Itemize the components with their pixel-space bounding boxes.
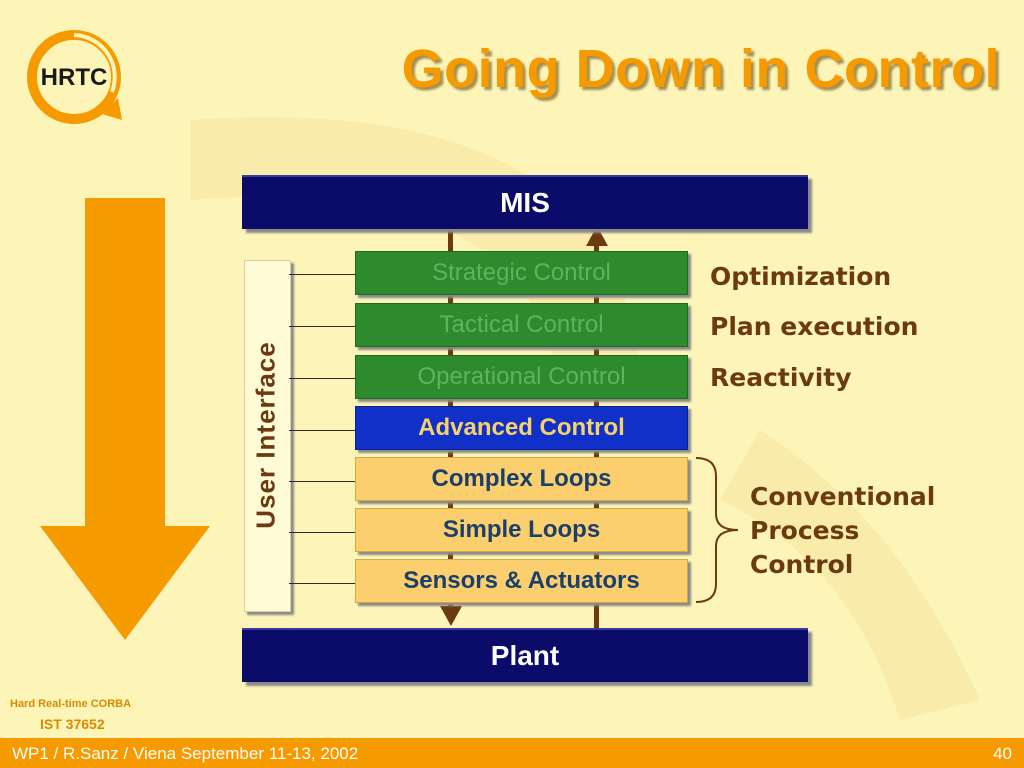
layer-simple-loops: Simple Loops xyxy=(355,508,688,552)
layer-advanced-control: Advanced Control xyxy=(355,406,688,450)
label-reactivity: Reactivity xyxy=(710,363,852,392)
connector-line xyxy=(289,430,355,431)
layer-sensors-actuators: Sensors & Actuators xyxy=(355,559,688,603)
connector-line xyxy=(289,378,355,379)
conv-line-1: Conventional xyxy=(750,482,936,511)
user-interface-panel xyxy=(244,260,291,612)
hrtc-logo-icon: HRTC xyxy=(27,30,122,124)
layer-strategic-control: Strategic Control xyxy=(355,251,688,295)
plant-bar: Plant xyxy=(242,628,808,682)
connector-line xyxy=(289,481,355,482)
page-number: 40 xyxy=(993,744,1012,763)
layer-complex-loops: Complex Loops xyxy=(355,457,688,501)
label-plan-execution: Plan execution xyxy=(710,312,919,341)
conventional-process-control-label: Conventional Process Control xyxy=(750,480,935,582)
footer-ist: IST 37652 xyxy=(40,716,105,732)
brace-icon xyxy=(695,457,739,603)
layer-tactical-control: Tactical Control xyxy=(355,303,688,347)
footer-bar: WP1 / R.Sanz / Viena September 11-13, 20… xyxy=(0,738,1024,768)
conv-line-2: Process xyxy=(750,516,860,545)
footer-text: WP1 / R.Sanz / Viena September 11-13, 20… xyxy=(12,744,359,763)
mis-bar: MIS xyxy=(242,175,808,229)
logo-text: HRTC xyxy=(41,64,108,91)
layer-operational-control: Operational Control xyxy=(355,355,688,399)
label-optimization: Optimization xyxy=(710,262,892,291)
connector-line xyxy=(289,326,355,327)
connector-line xyxy=(289,532,355,533)
down-arrow-icon xyxy=(40,198,210,640)
user-interface-label: User Interface xyxy=(250,341,281,529)
connector-line xyxy=(289,583,355,584)
up-arrow-icon xyxy=(586,226,608,246)
conv-line-3: Control xyxy=(750,550,854,579)
connector-line xyxy=(289,274,355,275)
page-title: Going Down in Control xyxy=(401,39,1000,99)
down-arrow-icon xyxy=(440,606,462,626)
footer-corba: Hard Real-time CORBA xyxy=(10,698,132,710)
